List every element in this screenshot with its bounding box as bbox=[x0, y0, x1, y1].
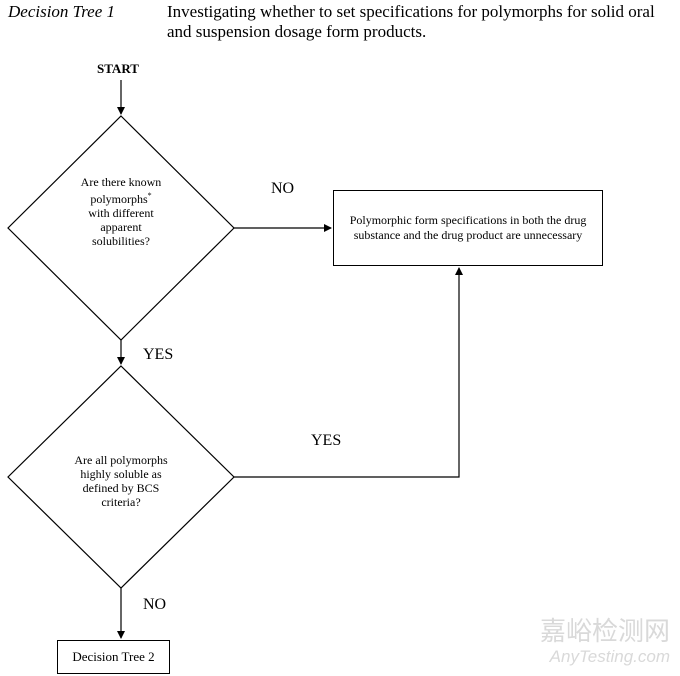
next-decision-tree-box: Decision Tree 2 bbox=[57, 640, 170, 674]
page-title: Investigating whether to set specificati… bbox=[167, 2, 655, 41]
decision2-line2: highly soluble as bbox=[80, 467, 162, 481]
decision1-line2: polymorphs bbox=[90, 192, 148, 206]
decision1-line5: solubilities? bbox=[92, 234, 150, 248]
decision1-line4: apparent bbox=[100, 220, 142, 234]
watermark: 嘉峪检测网 AnyTesting.com bbox=[520, 617, 670, 667]
decision1-line3: with different bbox=[88, 206, 154, 220]
start-label: START bbox=[97, 61, 139, 76]
footnote-mark: * bbox=[147, 191, 152, 200]
decision1-line2-wrap: polymorphs* bbox=[61, 189, 181, 206]
watermark-en: AnyTesting.com bbox=[549, 647, 670, 666]
arrow-decision2-yes bbox=[234, 267, 463, 478]
conclusion-box: Polymorphic form specifications in both … bbox=[333, 190, 603, 266]
watermark-cn: 嘉峪检测网 bbox=[539, 617, 670, 647]
decision2-no-label: NO bbox=[143, 596, 167, 613]
decision2-line1: Are all polymorphs bbox=[74, 453, 168, 467]
decision2-line4: criteria? bbox=[101, 495, 141, 509]
decision2-line3: defined by BCS bbox=[82, 481, 160, 495]
decision2-text: Are all polymorphs highly soluble as def… bbox=[56, 453, 186, 509]
decision1-no-label: NO bbox=[271, 180, 295, 197]
decision1-line1: Are there known bbox=[80, 175, 162, 189]
decision1-text: Are there known polymorphs* with differe… bbox=[61, 175, 181, 248]
decision-tree-label: Decision Tree 1 bbox=[8, 2, 116, 21]
decision2-yes-label: YES bbox=[311, 432, 342, 449]
decision1-yes-label: YES bbox=[143, 346, 174, 363]
conclusion-text: Polymorphic form specifications in both … bbox=[349, 213, 587, 242]
next-decision-tree-text: Decision Tree 2 bbox=[72, 649, 155, 664]
